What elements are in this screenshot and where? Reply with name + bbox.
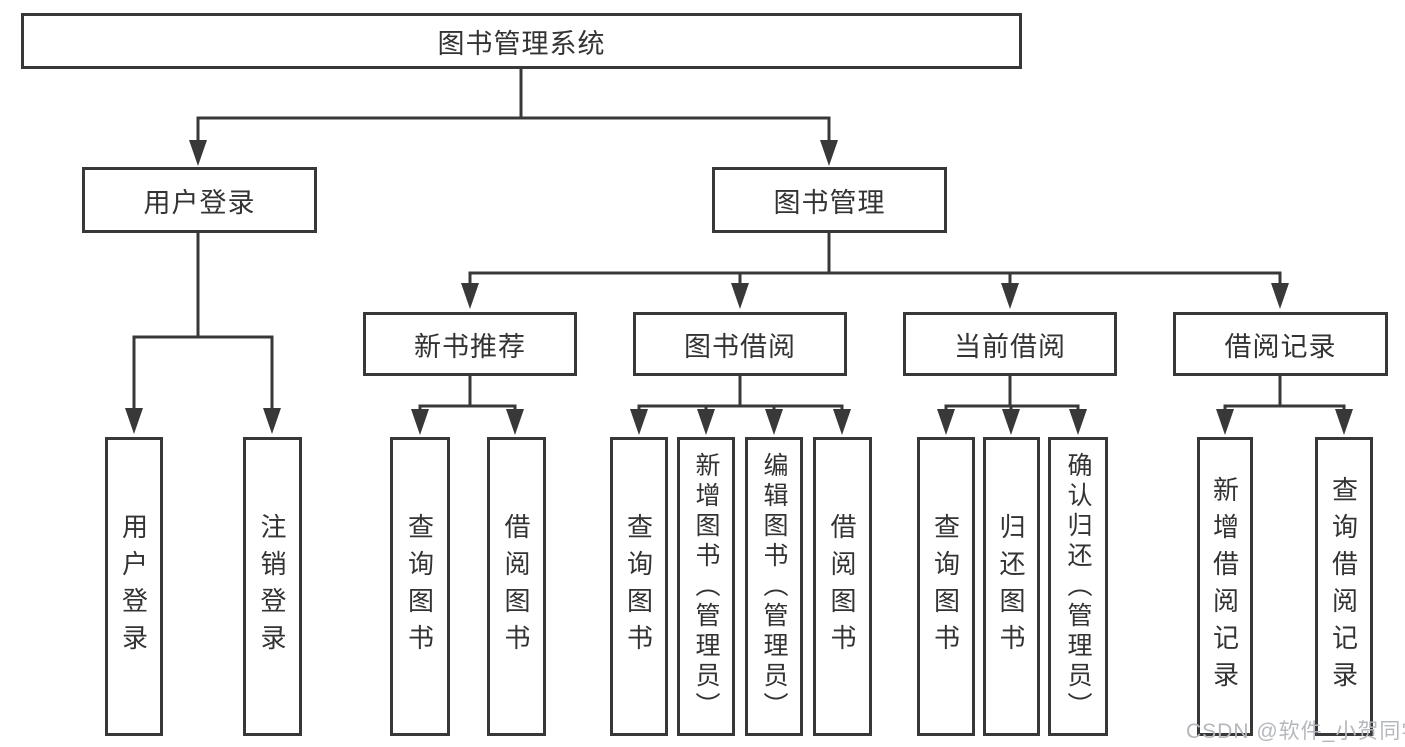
arrowhead-book-borrow (731, 283, 749, 309)
leaf-return-books: 归还图书 (983, 437, 1040, 736)
node-user-login: 用户登录 (82, 167, 317, 233)
node-new-book-recommend: 新书推荐 (363, 312, 577, 376)
leaf-logout: 注销登录 (243, 437, 302, 736)
connector-user-login-children (132, 233, 274, 409)
arrowhead-borrow-books-1 (506, 409, 524, 435)
arrowhead-leaf-user-login (125, 408, 143, 434)
arrowhead-query-books-3 (937, 409, 955, 435)
arrowhead-query-books-2 (630, 409, 648, 435)
leaf-query-borrow-record: 查询借阅记录 (1315, 437, 1373, 736)
leaf-user-login: 用户登录 (105, 437, 163, 736)
arrowhead-add-borrow-record (1216, 409, 1234, 435)
leaf-query-books-newrec: 查询图书 (390, 437, 450, 736)
arrowhead-book-management (820, 140, 838, 166)
node-current-borrow: 当前借阅 (903, 312, 1117, 376)
connector-current-borrow-children (944, 376, 1080, 410)
csdn-watermark: CSDN @软件_小贺同学 (1186, 720, 1405, 743)
leaf-query-books-borrow: 查询图书 (610, 437, 668, 736)
connector-new-book-rec-children (418, 376, 517, 410)
connector-borrow-records-children (1223, 376, 1346, 410)
arrowhead-confirm-return (1069, 409, 1087, 435)
connector-book-management-children (468, 233, 1282, 284)
connector-root-to-level2 (196, 69, 831, 141)
arrowhead-leaf-logout (263, 408, 281, 434)
arrowhead-current-borrow (1001, 283, 1019, 309)
node-book-borrow: 图书借阅 (633, 312, 847, 376)
leaf-borrow-books-borrow: 借阅图书 (813, 437, 872, 736)
node-borrow-records: 借阅记录 (1173, 312, 1388, 376)
arrowhead-borrow-records (1271, 283, 1289, 309)
leaf-borrow-books-newrec: 借阅图书 (487, 437, 546, 736)
arrowhead-return-books (1002, 409, 1020, 435)
arrowhead-user-login (189, 140, 207, 166)
arrowhead-borrow-books-2 (833, 409, 851, 435)
arrowhead-edit-book (765, 409, 783, 435)
leaf-edit-book-admin: 编辑图书（管理员） (745, 437, 803, 736)
leaf-query-books-current: 查询图书 (917, 437, 975, 736)
leaf-confirm-return-admin: 确认归还（管理员） (1048, 437, 1108, 736)
arrowhead-query-books-1 (411, 409, 429, 435)
arrowhead-add-book (697, 409, 715, 435)
leaf-add-book-admin: 新增图书（管理员） (677, 437, 735, 736)
node-root: 图书管理系统 (21, 13, 1022, 69)
leaf-add-borrow-record: 新增借阅记录 (1197, 437, 1253, 736)
arrowhead-new-book-rec (461, 283, 479, 309)
connector-book-borrow-children (637, 376, 844, 410)
node-book-management: 图书管理 (712, 167, 947, 233)
arrowhead-query-borrow-record (1335, 409, 1353, 435)
